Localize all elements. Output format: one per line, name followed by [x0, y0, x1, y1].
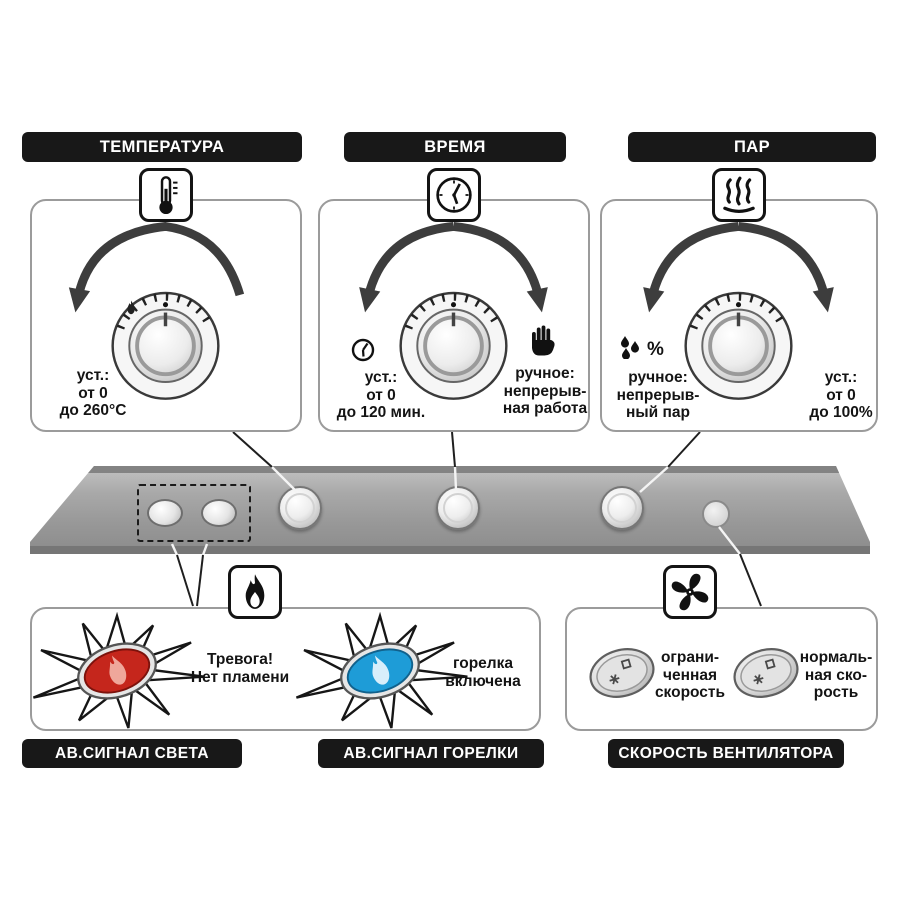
steam-panel: % ручное: непрерыв- ный пар уст.: от 0 д…	[600, 199, 878, 432]
steam-set-range: уст.: от 0 до 100%	[809, 369, 873, 422]
burner-alarm-indicator	[201, 499, 237, 527]
steam-percent-symbol: %	[647, 338, 664, 360]
section-label-fan-speed: СКОРОСТЬ ВЕНТИЛЯТОРА	[608, 739, 844, 768]
fan-icon	[663, 565, 717, 619]
light-alarm-indicator	[147, 499, 183, 527]
steam-icon	[712, 168, 766, 222]
burner-on-text: горелка включена	[445, 655, 521, 690]
hand-icon	[528, 321, 558, 362]
time-manual-mode: ручное: непрерыв- ная работа	[502, 365, 588, 418]
rotate-arrow	[68, 222, 245, 313]
section-label-steam: ПАР	[628, 132, 876, 162]
temperature-panel: уст.: от 0 до 260°C	[30, 199, 302, 432]
rotate-arrow-left	[359, 222, 454, 313]
time-set-range: уст.: от 0 до 120 мин.	[336, 369, 426, 422]
flame-mark-icon	[127, 300, 135, 315]
water-drops-icon	[618, 335, 644, 364]
rotate-arrow-right	[453, 222, 548, 313]
clock-icon	[427, 168, 481, 222]
fan-normal-speed-text: нормаль- ная ско- рость	[799, 649, 873, 702]
steam-manual-mode: ручное: непрерыв- ный пар	[616, 369, 700, 422]
temperature-set-range: уст.: от 0 до 260°C	[59, 367, 127, 420]
thermometer-icon	[139, 168, 193, 222]
section-label-temperature: ТЕМПЕРАТУРА	[22, 132, 302, 162]
time-knob-diagram	[359, 222, 548, 400]
fan-normal-speed-button	[733, 648, 799, 698]
indicator-lights-group	[137, 484, 251, 542]
rotate-arrow-left	[643, 222, 739, 313]
strip-bottom-edge	[30, 546, 870, 554]
steam-knob-button	[600, 486, 644, 530]
temperature-knob-button	[278, 486, 322, 530]
fan-limited-speed-button	[589, 648, 655, 698]
section-label-time: ВРЕМЯ	[344, 132, 566, 162]
fan-speed-button	[702, 500, 730, 528]
section-label-light-alarm: АВ.СИГНАЛ СВЕТА	[22, 739, 242, 768]
strip-top-edge	[70, 466, 850, 473]
steam-knob-diagram	[643, 222, 834, 400]
rotate-arrow-right	[738, 222, 834, 313]
time-panel: уст.: от 0 до 120 мин. ручное: непрерыв-…	[318, 199, 590, 432]
section-label-burner-alarm: АВ.СИГНАЛ ГОРЕЛКИ	[318, 739, 544, 768]
alarm-no-flame-text: Тревога! Нет пламени	[190, 651, 290, 686]
flame-icon	[228, 565, 282, 619]
fan-limited-speed-text: ограни- ченная скорость	[654, 649, 726, 702]
burner-light-burst	[295, 612, 468, 729]
alarm-light-burst	[32, 612, 205, 729]
clock-icon	[350, 337, 376, 368]
temperature-knob-diagram	[68, 222, 245, 400]
time-knob-button	[436, 486, 480, 530]
